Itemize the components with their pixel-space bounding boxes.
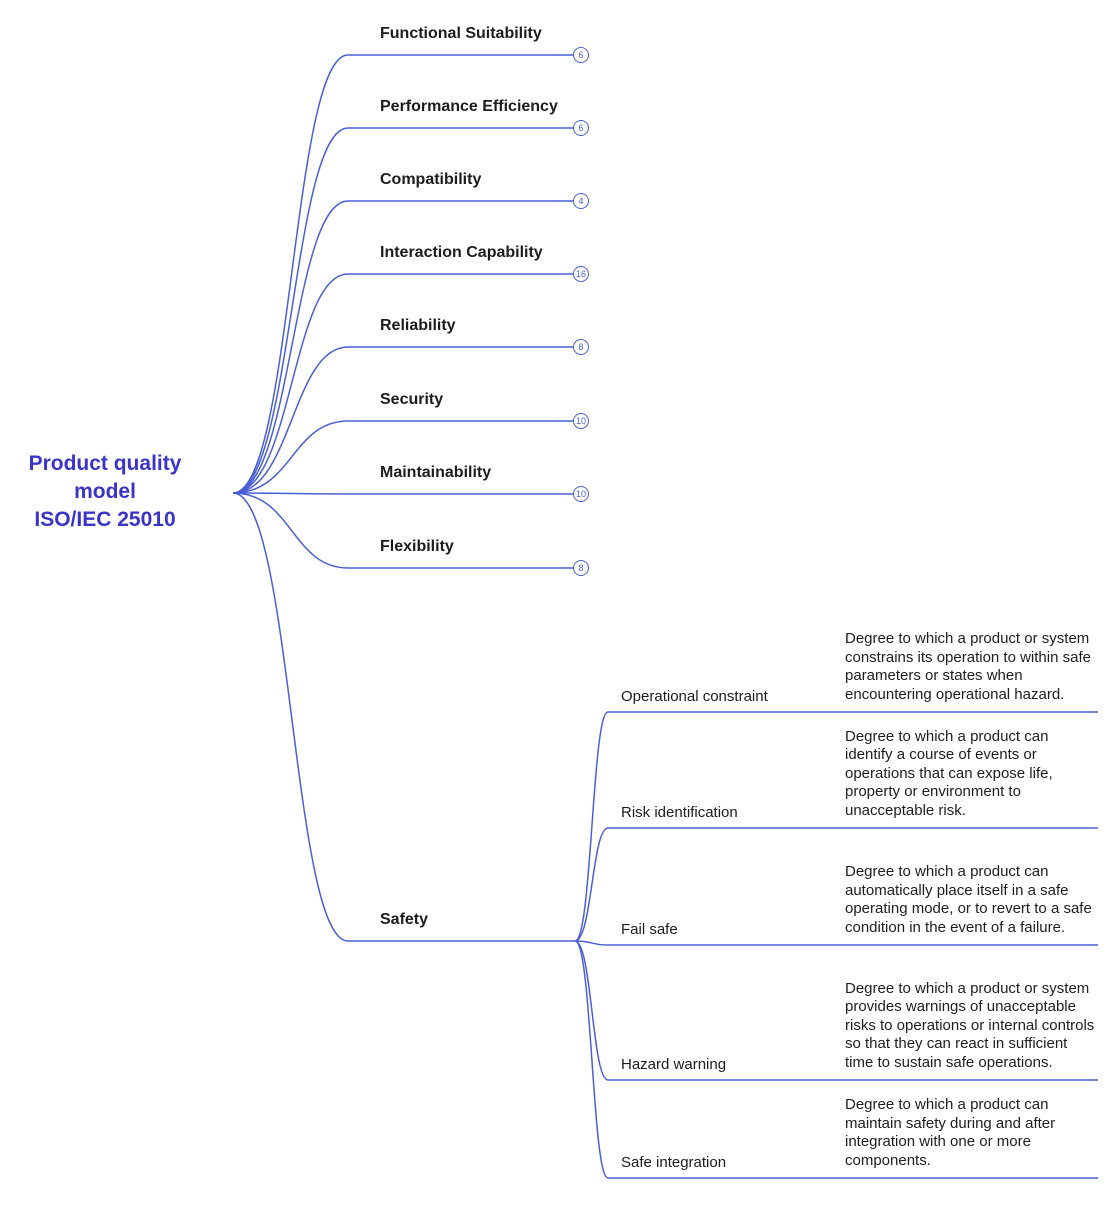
- edge-root-to-security: [232, 420, 349, 494]
- collapse-badge-performance-efficiency[interactable]: 6: [573, 120, 589, 136]
- collapse-badge-functional-suitability[interactable]: 6: [573, 47, 589, 63]
- collapse-badge-interaction-capability[interactable]: 16: [573, 266, 589, 282]
- description-hazard-warning: Degree to which a product or system prov…: [845, 979, 1095, 1071]
- edge-safety-to-operational-constraint: [574, 711, 609, 942]
- edge-root-to-compatibility: [232, 200, 349, 494]
- branch-performance-efficiency[interactable]: Performance Efficiency: [380, 98, 558, 115]
- description-risk-identification: Degree to which a product can identify a…: [845, 727, 1053, 819]
- edge-safety-to-risk-identification: [574, 827, 609, 942]
- root-title-line: Product quality: [28, 452, 182, 475]
- collapse-badge-flexibility[interactable]: 8: [573, 560, 589, 576]
- edge-safety-to-hazard-warning: [574, 940, 609, 1081]
- description-operational-constraint: Degree to which a product or system cons…: [845, 630, 1091, 703]
- node-safe-integration[interactable]: Safe integration: [621, 1154, 727, 1171]
- node-hazard-warning[interactable]: Hazard warning: [621, 1056, 727, 1073]
- root-node[interactable]: Product quality model ISO/IEC 25010: [5, 450, 205, 534]
- root-title-line: model: [74, 480, 136, 503]
- edge-root-to-performance-efficiency: [232, 127, 349, 494]
- collapse-badge-maintainability[interactable]: 10: [573, 486, 589, 502]
- edge-root-to-flexibility: [232, 492, 349, 569]
- root-title-line: ISO/IEC 25010: [34, 508, 176, 531]
- branch-security[interactable]: Security: [380, 391, 444, 408]
- branch-reliability[interactable]: Reliability: [380, 317, 456, 334]
- description-safe-integration: Degree to which a product can maintain s…: [845, 1096, 1056, 1169]
- collapse-badge-security[interactable]: 10: [573, 413, 589, 429]
- edge-root-to-functional-suitability: [232, 54, 349, 494]
- collapse-badge-compatibility[interactable]: 4: [573, 193, 589, 209]
- branch-maintainability[interactable]: Maintainability: [380, 464, 492, 481]
- edge-root-to-safety: [232, 492, 349, 942]
- branch-compatibility[interactable]: Compatibility: [380, 171, 482, 188]
- branch-interaction-capability[interactable]: Interaction Capability: [380, 244, 543, 261]
- node-risk-identification[interactable]: Risk identification: [621, 804, 738, 821]
- edge-root-to-maintainability: [232, 492, 349, 495]
- edge-safety-to-fail-safe: [574, 940, 609, 946]
- collapse-badge-reliability[interactable]: 8: [573, 339, 589, 355]
- edge-root-to-interaction-capability: [232, 273, 349, 494]
- branch-flexibility[interactable]: Flexibility: [380, 538, 454, 555]
- edge-safety-to-safe-integration: [574, 940, 609, 1179]
- branch-functional-suitability[interactable]: Functional Suitability: [380, 25, 542, 42]
- branch-safety[interactable]: Safety: [380, 911, 429, 928]
- edge-root-to-reliability: [232, 346, 349, 494]
- description-fail-safe: Degree to which a product can automatica…: [845, 863, 1092, 936]
- node-fail-safe[interactable]: Fail safe: [621, 921, 678, 938]
- node-operational-constraint[interactable]: Operational constraint: [621, 688, 768, 705]
